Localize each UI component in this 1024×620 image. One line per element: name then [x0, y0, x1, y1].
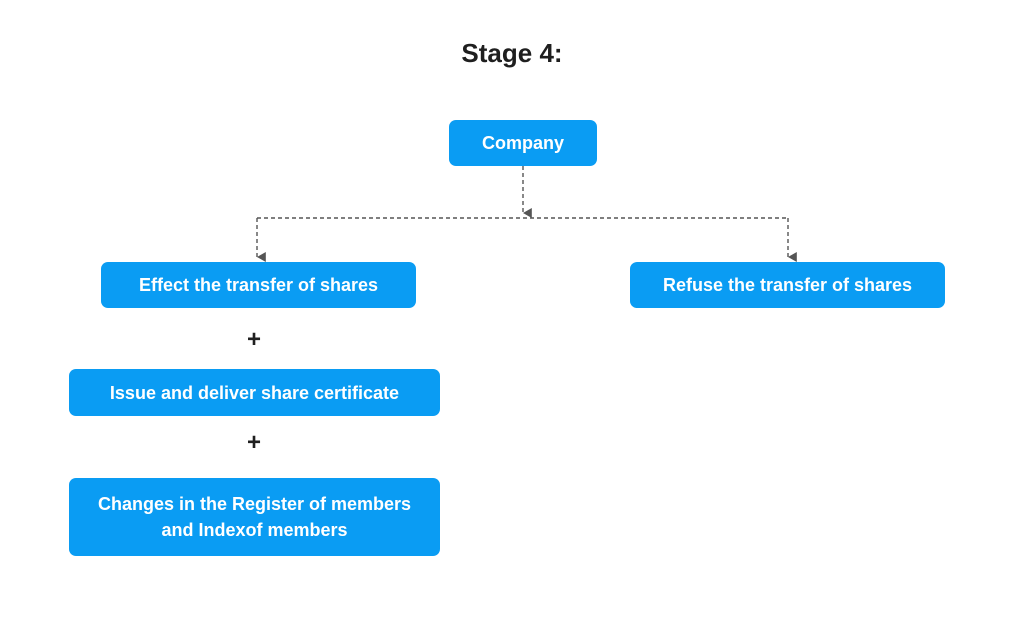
- node-issue-certificate-label: Issue and deliver share certificate: [109, 382, 400, 403]
- plus-connector-1: +: [246, 326, 261, 353]
- node-register-changes: Changes in the Register of members and I…: [69, 478, 440, 556]
- node-refuse-transfer: Refuse the transfer of shares: [630, 262, 945, 308]
- node-refuse-transfer-label: Refuse the transfer of shares: [662, 275, 913, 295]
- node-issue-certificate: Issue and deliver share certificate: [69, 369, 440, 416]
- plus-connector-2: +: [246, 429, 261, 456]
- node-register-changes-line1: Changes in the Register of members: [97, 494, 412, 514]
- node-effect-transfer-label: Effect the transfer of shares: [138, 275, 379, 295]
- node-company: Company: [449, 120, 597, 166]
- node-register-changes-line2: and Indexof members: [161, 520, 348, 540]
- diagram-title: Stage 4:: [461, 38, 563, 68]
- node-effect-transfer: Effect the transfer of shares: [101, 262, 416, 308]
- node-company-label: Company: [481, 133, 564, 153]
